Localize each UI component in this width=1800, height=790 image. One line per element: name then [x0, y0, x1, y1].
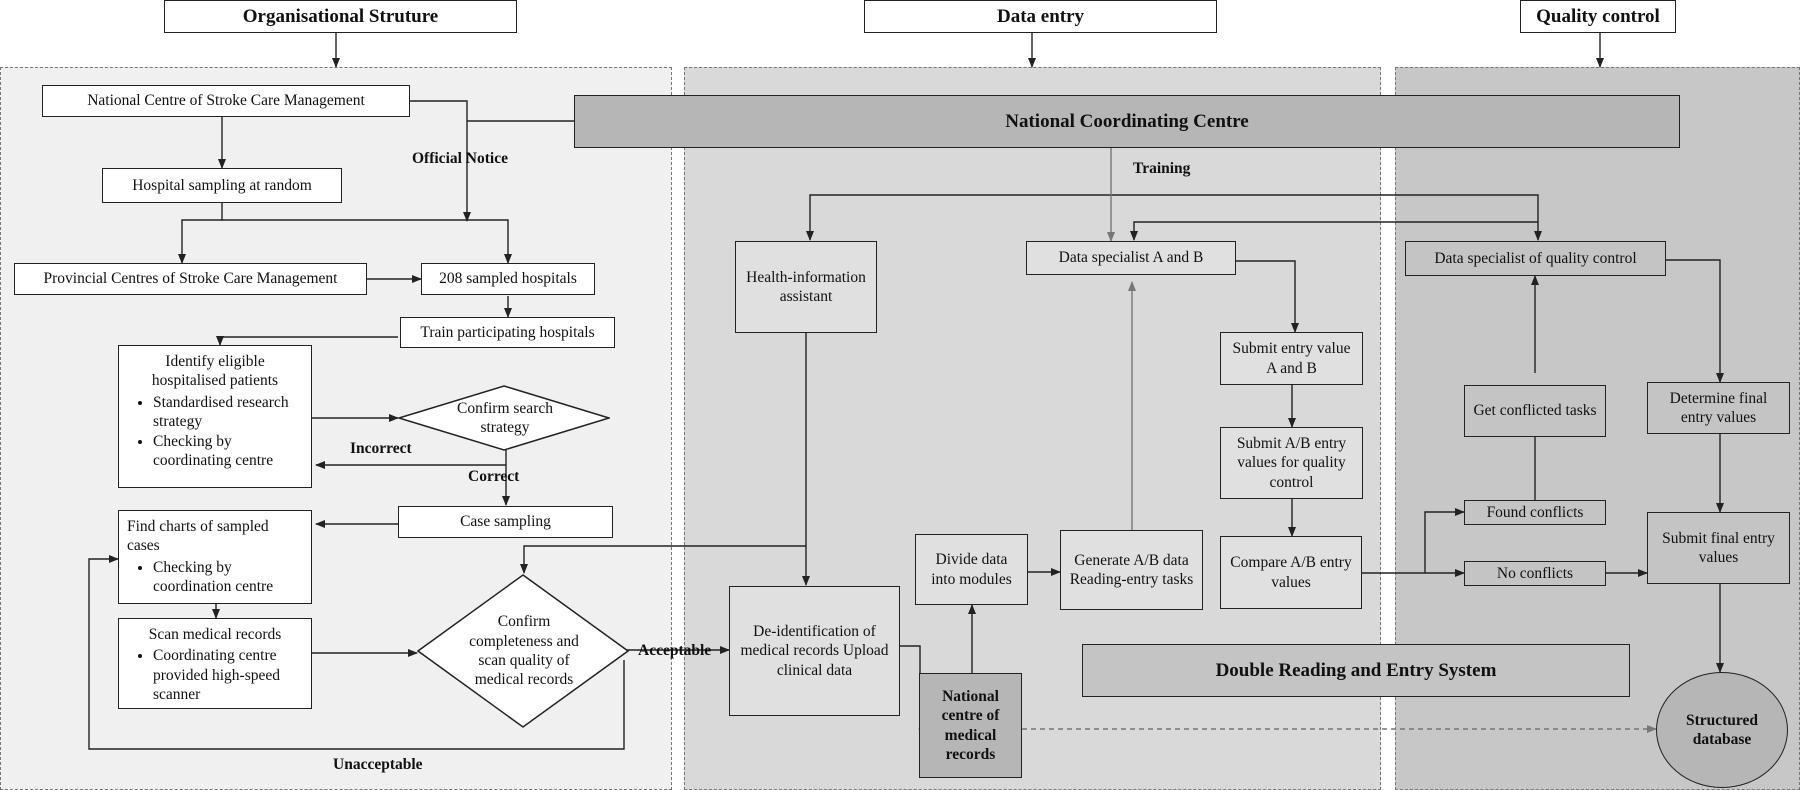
confirm-completeness-diamond	[417, 574, 629, 728]
hospital-sampling-box: Hospital sampling at random	[102, 168, 342, 203]
deidentification-box: De-identification of medical records Upl…	[729, 586, 900, 716]
data-specialist-ab-box: Data specialist A and B	[1026, 241, 1236, 275]
identify-patients-box: Identify eligible hospitalised patients …	[118, 345, 312, 488]
data-specialist-qc-box: Data specialist of quality control	[1405, 241, 1666, 276]
scan-records-title: Scan medical records	[148, 626, 282, 643]
find-charts-list: Checking by coordination centre	[127, 558, 303, 597]
label-training: Training	[1133, 160, 1191, 177]
submit-ab-qc-box: Submit A/B entry values for quality cont…	[1220, 427, 1363, 499]
sampled-hospitals-box: 208 sampled hospitals	[421, 263, 595, 295]
find-charts-item-checking: Checking by coordination centre	[153, 558, 303, 597]
determine-final-values-box: Determine final entry values	[1647, 382, 1790, 434]
identify-patients-title: Identify eligible hospitalised patients	[151, 353, 279, 390]
label-official-notice: Official Notice	[412, 150, 508, 167]
identify-item-checking: Checking by coordinating centre	[153, 432, 303, 471]
compare-ab-box: Compare A/B entry values	[1220, 536, 1362, 609]
scan-records-list: Coordinating centre provided high-speed …	[127, 646, 303, 704]
header-quality-control: Quality control	[1520, 0, 1676, 33]
identify-item-strategy: Standardised research strategy	[153, 393, 303, 432]
train-hospitals-box: Train participating hospitals	[400, 317, 615, 348]
scan-records-item-scanner: Coordinating centre provided high-speed …	[153, 646, 303, 704]
submit-ab-box: Submit entry value A and B	[1220, 332, 1363, 385]
case-sampling-box: Case sampling	[398, 506, 613, 538]
national-centre-medical-records-box: National centre of medical records	[919, 673, 1022, 778]
header-data-entry: Data entry	[864, 0, 1217, 33]
identify-patients-list: Standardised research strategy Checking …	[127, 393, 303, 471]
get-conflicted-tasks-box: Get conflicted tasks	[1464, 385, 1606, 437]
provincial-centres-box: Provincial Centres of Stroke Care Manage…	[14, 263, 367, 295]
generate-ab-box: Generate A/B data Reading-entry tasks	[1060, 530, 1203, 610]
header-organisational-structure: Organisational Struture	[164, 0, 517, 33]
label-correct: Correct	[468, 468, 520, 485]
find-charts-title: Find charts of sampled cases	[127, 518, 269, 555]
scan-records-box: Scan medical records Coordinating centre…	[118, 618, 312, 709]
label-incorrect: Incorrect	[350, 440, 412, 457]
confirm-search-diamond	[398, 385, 610, 451]
confirm-completeness-label: Confirm completeness and scan quality of…	[469, 613, 579, 689]
find-charts-box: Find charts of sampled cases Checking by…	[118, 510, 312, 604]
national-coordinating-centre-box: National Coordinating Centre	[574, 95, 1680, 148]
submit-final-values-box: Submit final entry values	[1647, 512, 1790, 584]
label-unacceptable: Unacceptable	[333, 756, 423, 773]
divide-data-box: Divide data into modules	[915, 534, 1028, 605]
health-information-assistant-box: Health-information assistant	[735, 241, 877, 333]
label-acceptable: Acceptable	[638, 642, 712, 659]
double-reading-system-box: Double Reading and Entry System	[1082, 644, 1630, 697]
national-centre-stroke-care-box: National Centre of Stroke Care Managemen…	[42, 85, 410, 117]
no-conflicts-box: No conflicts	[1464, 561, 1606, 586]
found-conflicts-box: Found conflicts	[1464, 500, 1606, 525]
confirm-search-label: Confirm search strategy	[457, 399, 553, 436]
structured-database-circle: Structured database	[1656, 672, 1788, 788]
